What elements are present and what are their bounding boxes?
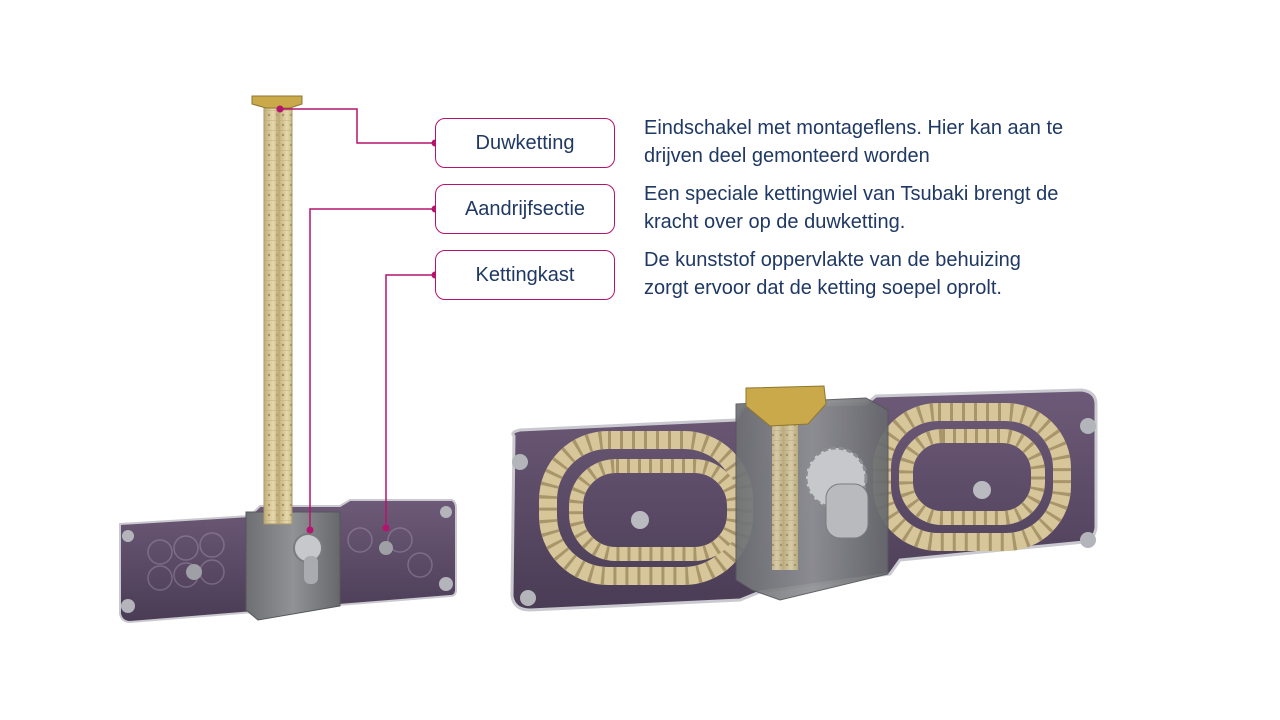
label-aandrijfsectie: Aandrijfsectie <box>435 184 615 234</box>
label-duwketting: Duwketting <box>435 118 615 168</box>
description-line: kracht over op de duwketting. <box>644 211 906 233</box>
right-housing-foot <box>1080 532 1096 548</box>
left-housing-foot <box>440 506 452 518</box>
label-aandrijfsectie-text: Aandrijfsectie <box>464 197 586 220</box>
right-actuator <box>510 385 1098 612</box>
description-line: zorgt ervoor dat de ketting soepel oprol… <box>644 277 1002 299</box>
label-kettingkast-text: Kettingkast <box>475 263 575 286</box>
leader-kettingkast <box>385 274 435 528</box>
right-push-chain <box>772 420 798 570</box>
right-housing-foot <box>520 590 536 606</box>
description-line: De kunststof oppervlakte van de behuizin… <box>644 249 1021 271</box>
leader-aandrijfsectie <box>309 208 435 530</box>
dot-aandrijfsectie-start <box>306 526 314 534</box>
leader-duwketting <box>280 108 435 144</box>
left-drive-block <box>245 511 341 621</box>
left-end-flange <box>251 95 303 109</box>
right-housing-foot <box>1080 418 1096 434</box>
left-motor-shaft <box>304 556 318 584</box>
description-kettingkast: De kunststof oppervlakte van de behuizin… <box>644 246 1164 302</box>
left-actuator <box>119 95 457 624</box>
description-line: Een speciale kettingwiel van Tsubaki bre… <box>644 183 1059 205</box>
dot-kettingkast-start <box>382 524 390 532</box>
right-housing-foot <box>512 454 528 470</box>
callout-lines <box>280 108 435 530</box>
left-housing-bolt <box>379 541 393 555</box>
left-housing-pattern <box>147 527 433 591</box>
left-housing-foot <box>439 577 453 591</box>
right-motor-shaft <box>825 483 869 539</box>
callout-dots <box>276 105 439 534</box>
description-line: drijven deel gemonteerd worden <box>644 145 930 167</box>
left-housing-foot <box>122 530 134 542</box>
description-line: Eindschakel met montageflens. Hier kan a… <box>644 117 1064 139</box>
left-housing-bolt <box>186 564 202 580</box>
right-end-flange <box>745 385 827 427</box>
description-aandrijfsectie: Een speciale kettingwiel van Tsubaki bre… <box>644 180 1164 236</box>
label-duwketting-text: Duwketting <box>475 131 575 154</box>
description-duwketting: Eindschakel met montageflens. Hier kan a… <box>644 114 1164 170</box>
label-kettingkast: Kettingkast <box>435 250 615 300</box>
dot-duwketting-start <box>276 105 284 113</box>
left-housing-foot <box>121 599 135 613</box>
